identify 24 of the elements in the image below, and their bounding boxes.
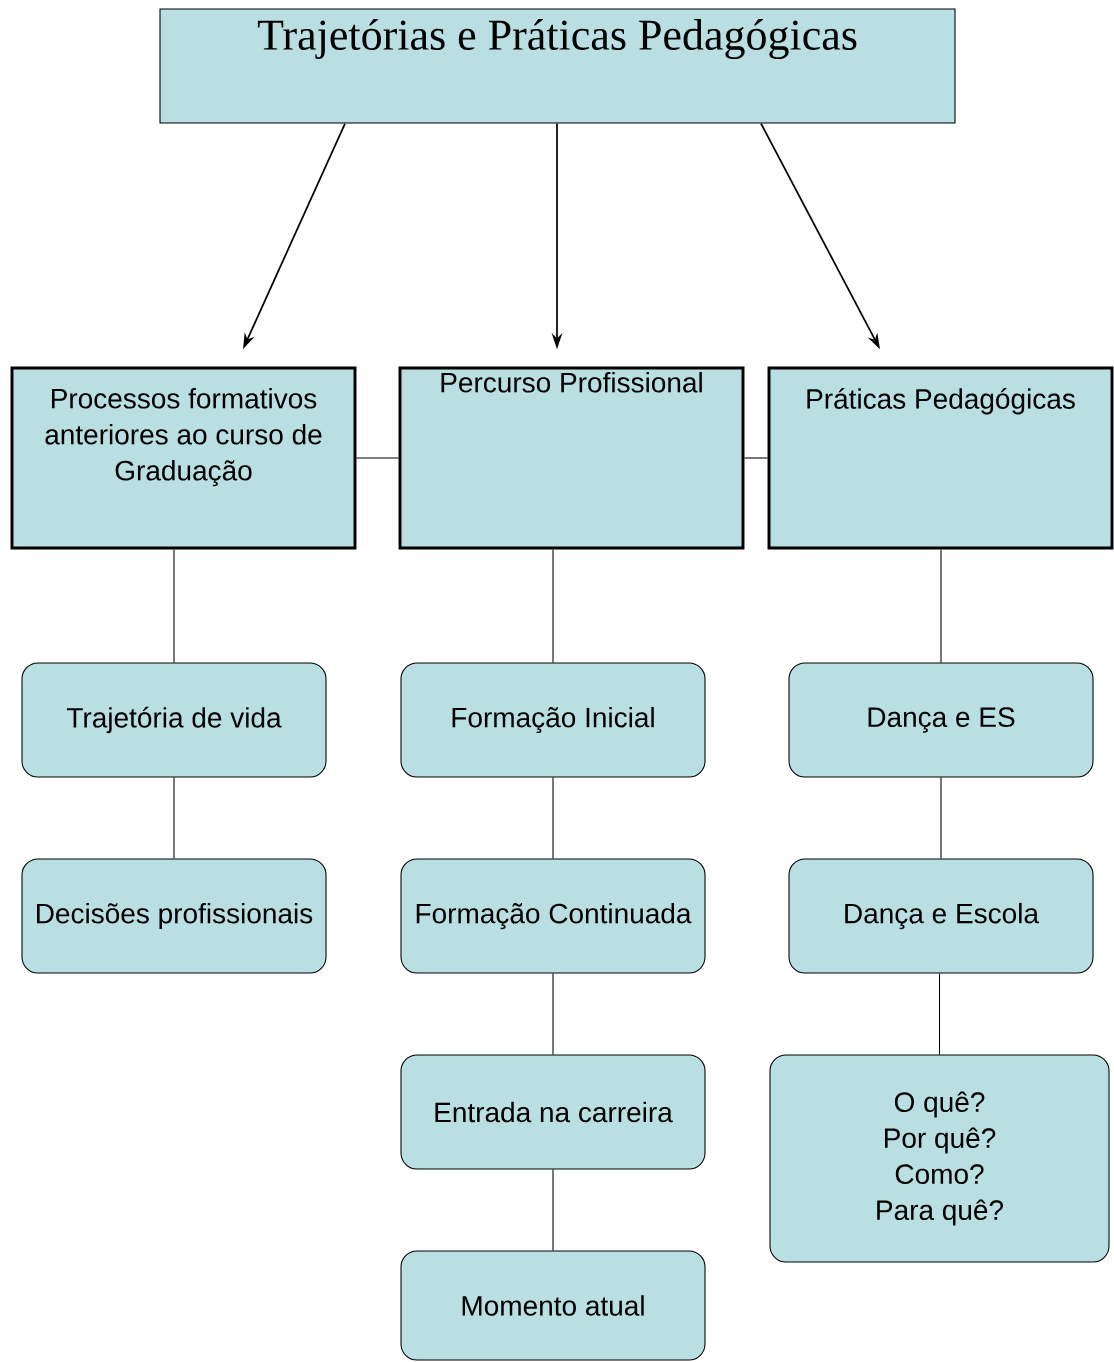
connector-line bbox=[552, 777, 554, 859]
topic-box: Dança e ES bbox=[788, 662, 1094, 778]
connector-line bbox=[940, 548, 942, 663]
topic-box: Dança e Escola bbox=[788, 858, 1094, 974]
category-box: Processos formativos anteriores ao curso de Graduação bbox=[10, 366, 357, 550]
topic-box: Momento atual bbox=[400, 1250, 706, 1361]
connector-line bbox=[940, 777, 942, 859]
connector-line bbox=[173, 777, 175, 859]
connector-line bbox=[938, 973, 941, 1055]
connector-line bbox=[173, 548, 175, 663]
topic-box: Decisões profissionais bbox=[21, 858, 327, 974]
topic-box: Formação Inicial bbox=[400, 662, 706, 778]
connector-line bbox=[552, 1169, 554, 1251]
connector-line bbox=[355, 457, 400, 459]
title-box: Trajetórias e Práticas Pedagógicas bbox=[159, 8, 956, 124]
connector-line bbox=[743, 457, 769, 459]
topic-box: O quê? Por quê? Como? Para quê? bbox=[769, 1054, 1110, 1263]
connector-line bbox=[552, 548, 554, 663]
category-box: Percurso Profissional bbox=[398, 366, 745, 550]
topic-box: Formação Continuada bbox=[400, 858, 706, 974]
topic-box: Trajetória de vida bbox=[21, 662, 327, 778]
connector-line bbox=[552, 973, 554, 1055]
category-box: Práticas Pedagógicas bbox=[767, 366, 1114, 550]
topic-box: Entrada na carreira bbox=[400, 1054, 706, 1170]
